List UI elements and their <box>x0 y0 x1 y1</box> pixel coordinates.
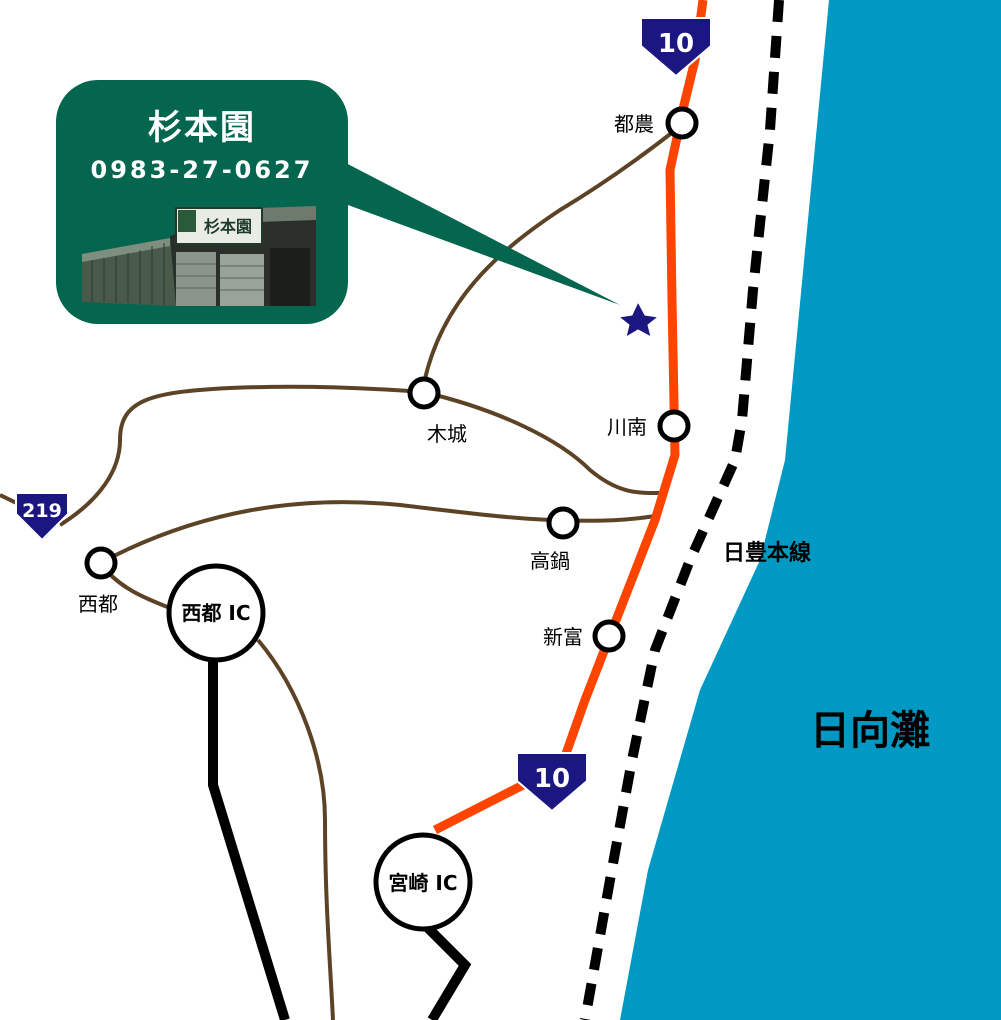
label-takanabe: 高鍋 <box>530 549 570 573</box>
star-icon[interactable] <box>617 300 660 339</box>
national-route-10 <box>432 0 708 835</box>
local-roads <box>0 126 680 1020</box>
route-10-shield-top: 10 <box>640 17 712 78</box>
label-saito-ic: 西都 IC <box>181 601 250 625</box>
sea-hyuganada <box>620 0 1001 1020</box>
shop-sign-text: 杉本園 <box>204 217 252 236</box>
expressways <box>208 650 472 1020</box>
label-kijo: 木城 <box>427 422 467 446</box>
station-saito <box>84 546 118 580</box>
railway-nippo-line <box>580 0 784 1020</box>
saito-ic-circle <box>166 563 266 663</box>
svg-text:219: 219 <box>22 500 62 522</box>
label-shintomi: 新富 <box>543 625 583 649</box>
label-miyazaki-ic: 宮崎 IC <box>388 871 457 895</box>
shop-callout: 杉本園 0983-27-0627 <box>56 80 348 324</box>
label-tsuno: 都農 <box>614 112 654 136</box>
miyazaki-ic-circle <box>373 832 473 932</box>
callout-pointer <box>340 160 620 305</box>
expressway-miyazaki <box>421 921 472 1020</box>
road-219-kijo <box>58 384 424 527</box>
road-saito-south <box>256 638 335 1020</box>
expressway-saito <box>208 650 290 1020</box>
station-kijo <box>407 376 441 410</box>
label-railway: 日豊本線 <box>723 540 811 566</box>
route-10-shield-bottom: 10 <box>516 752 588 813</box>
label-sea: 日向灘 <box>810 708 930 754</box>
shop-phone: 0983-27-0627 <box>90 156 314 184</box>
road-kijo-tsuno <box>421 126 680 389</box>
svg-text:10: 10 <box>534 764 570 794</box>
station-tsuno <box>665 106 699 140</box>
label-saito: 西都 <box>78 592 118 616</box>
stations <box>84 106 699 653</box>
station-kawaminami <box>657 409 691 443</box>
shop-name: 杉本園 <box>148 108 256 148</box>
svg-text:10: 10 <box>658 29 694 59</box>
label-kawaminami: 川南 <box>607 415 647 439</box>
route-219-shield: 219 <box>15 492 69 542</box>
station-shintomi <box>592 619 626 653</box>
shop-photo: 杉本園 <box>80 198 316 310</box>
road-kijo-east <box>422 390 666 496</box>
interchanges <box>166 563 473 932</box>
station-takanabe <box>546 506 580 540</box>
place-labels: 都農 川南 木城 高鍋 新富 西都 <box>78 112 654 649</box>
road-saito-takanabe <box>99 500 561 565</box>
